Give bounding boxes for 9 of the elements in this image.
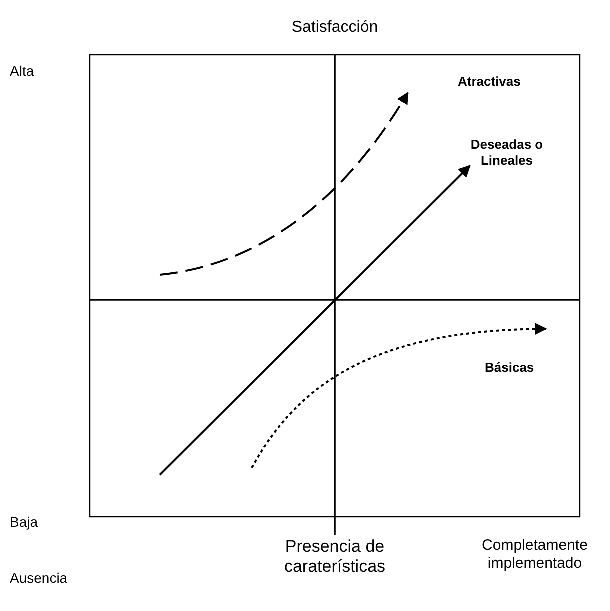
axis-label: Presencia de caraterísticas: [283, 537, 387, 578]
axis-label: Baja: [10, 514, 40, 531]
curve-label: Atractivas: [458, 74, 522, 90]
axis-label: Alta: [10, 63, 36, 80]
curve-label: Básicas: [485, 360, 536, 376]
axis-title: Satisfacción: [290, 18, 380, 38]
curve-label: Deseadas o Lineales: [470, 137, 544, 168]
axis-label: Ausencia: [10, 570, 69, 587]
axis-label: Completamente implementado: [481, 537, 589, 573]
